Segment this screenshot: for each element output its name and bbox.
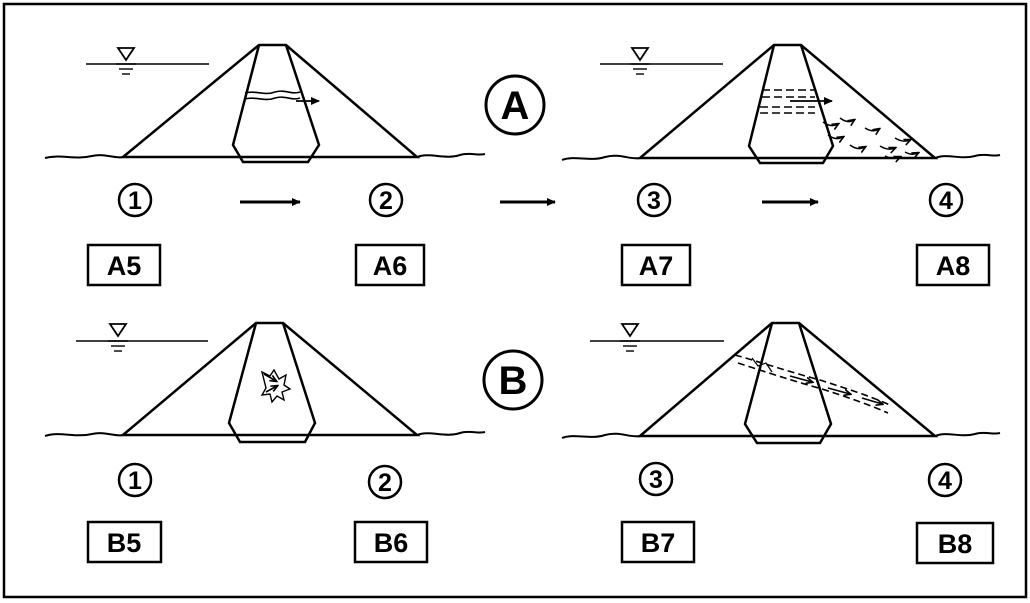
svg-text:A7: A7	[639, 251, 674, 281]
water-level-icon	[116, 47, 136, 75]
svg-text:A5: A5	[107, 251, 142, 281]
dam-b-right	[561, 321, 1001, 445]
svg-text:1: 1	[128, 187, 142, 215]
case-label-a7: A7	[620, 243, 692, 287]
case-label-a8: A8	[915, 243, 991, 287]
svg-text:2: 2	[379, 187, 393, 215]
case-label-a6: A6	[354, 243, 426, 287]
piping-path-icon	[734, 354, 891, 414]
svg-text:1: 1	[128, 467, 142, 495]
case-label-b5: B5	[86, 520, 163, 564]
stage-number-b-3: 3	[638, 461, 674, 497]
stage-number-a-4: 4	[928, 182, 964, 218]
crack-icon	[260, 368, 292, 404]
svg-text:3: 3	[649, 466, 663, 494]
svg-text:3: 3	[647, 187, 661, 215]
stage-number-a-3: 3	[636, 182, 672, 218]
row-b-badge: B	[482, 349, 544, 411]
case-label-a5: A5	[86, 243, 162, 287]
svg-text:B8: B8	[938, 529, 973, 559]
svg-text:B7: B7	[641, 528, 676, 558]
row-a-letter: A	[501, 84, 530, 128]
water-level-icon	[630, 47, 650, 75]
svg-text:B5: B5	[107, 528, 142, 558]
dam-a-left	[44, 43, 486, 164]
stage-number-b-1: 1	[117, 462, 153, 498]
row-a-badge: A	[484, 74, 546, 136]
svg-text:4: 4	[939, 187, 953, 215]
dam-a-right	[561, 43, 1001, 165]
row-b-letter: B	[499, 359, 528, 403]
svg-text:A6: A6	[373, 251, 408, 281]
svg-text:2: 2	[378, 469, 392, 497]
stage-number-a-2: 2	[368, 182, 404, 218]
case-label-b6: B6	[353, 520, 429, 564]
water-level-icon	[620, 323, 640, 352]
svg-text:B6: B6	[374, 528, 409, 558]
stage-number-a-1: 1	[117, 182, 153, 218]
case-label-b8: B8	[915, 521, 995, 565]
stage-number-b-4: 4	[927, 462, 963, 498]
case-label-b7: B7	[620, 520, 696, 564]
dam-b-left	[44, 321, 486, 444]
water-level-icon	[108, 323, 128, 352]
stage-number-b-2: 2	[367, 464, 403, 500]
svg-text:A8: A8	[936, 251, 971, 281]
svg-text:4: 4	[938, 467, 952, 495]
